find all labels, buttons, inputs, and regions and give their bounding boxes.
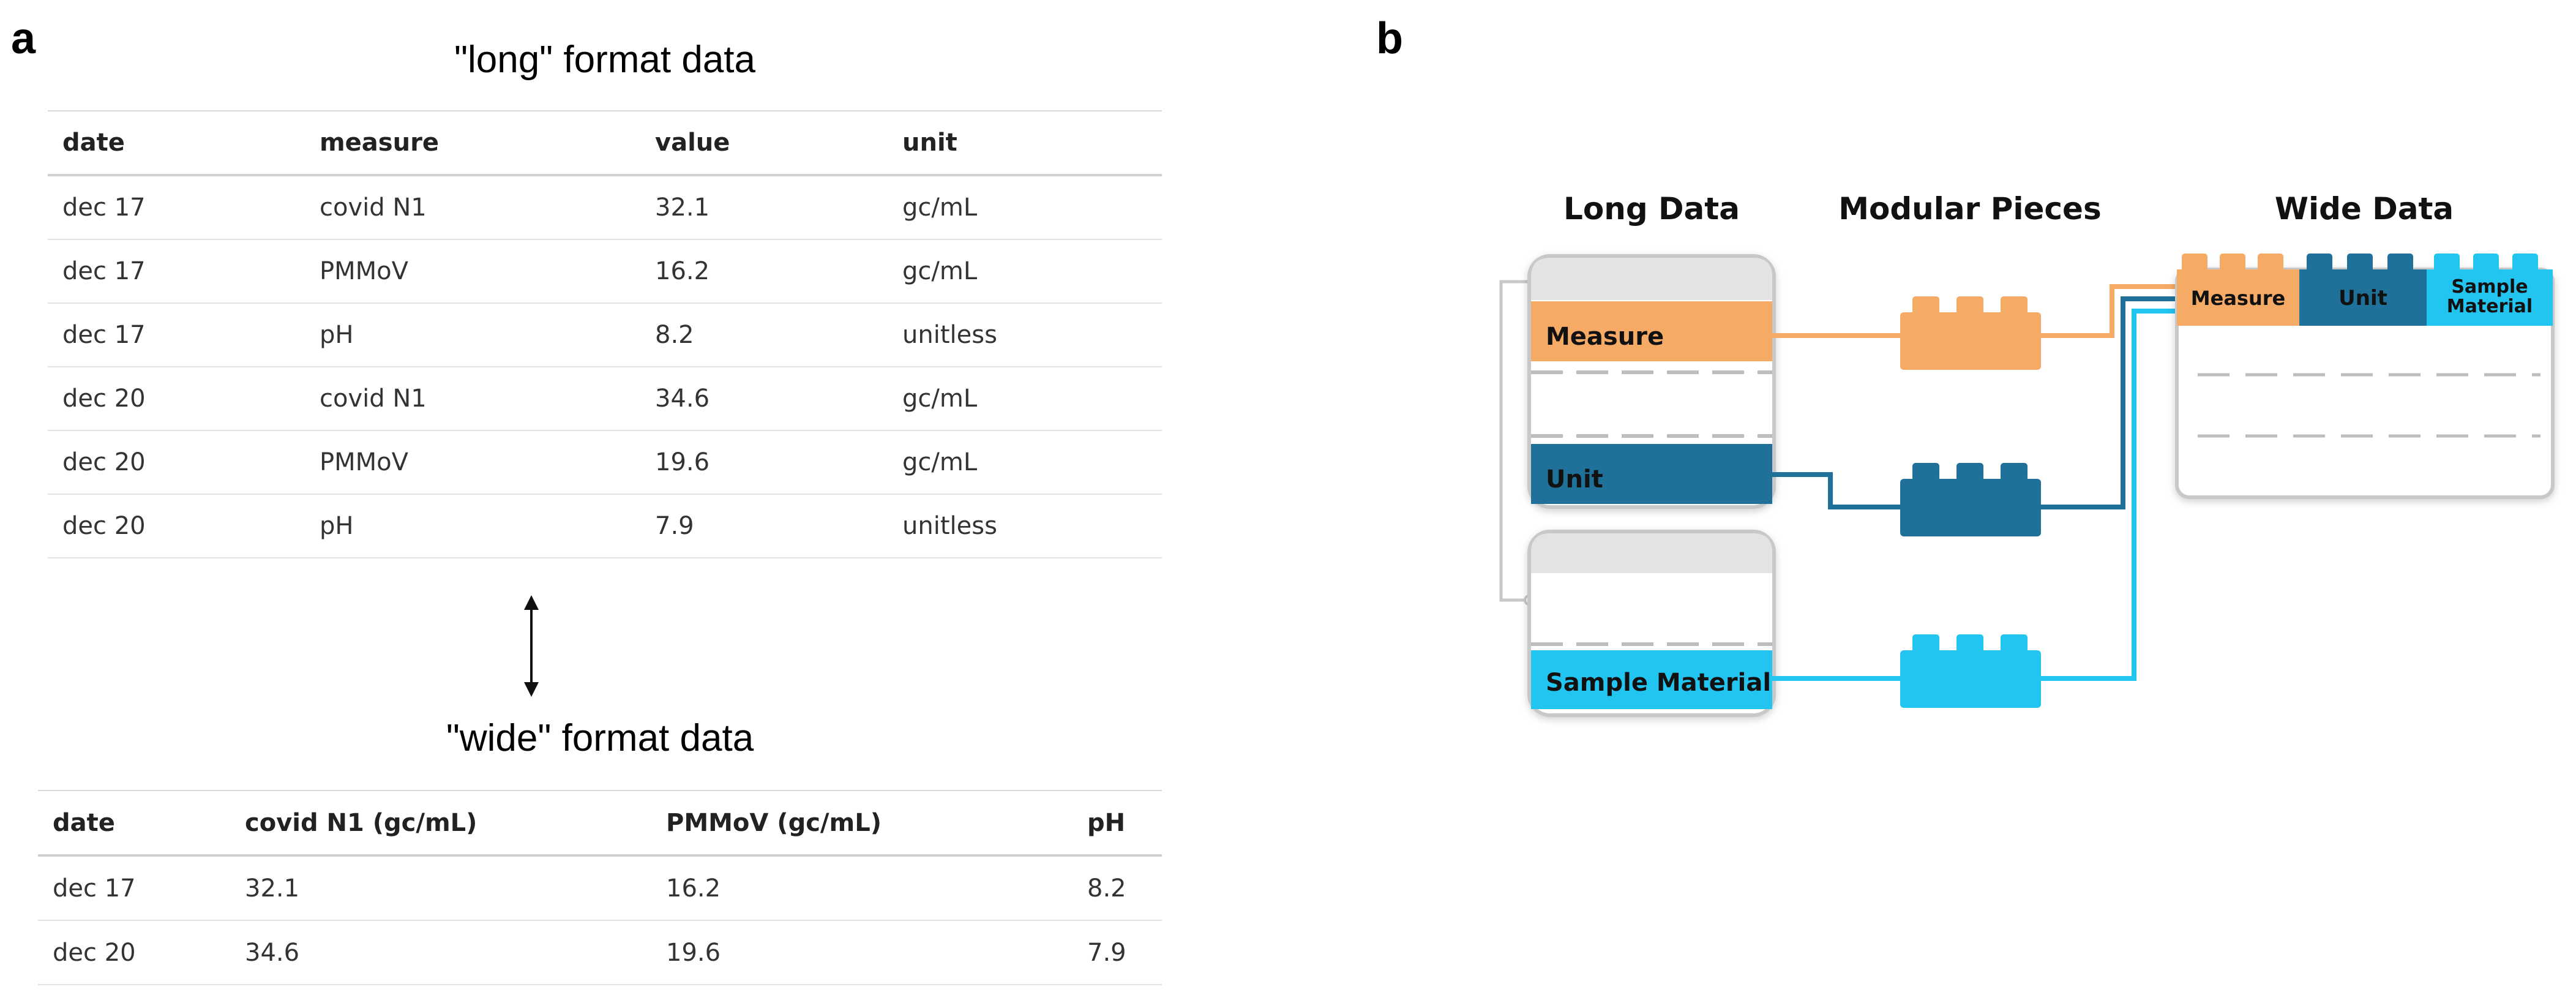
wide-table-header-row: date covid N1 (gc/mL) PMMoV (gc/mL) pH (38, 790, 1162, 857)
long-cell: gc/mL (888, 367, 1162, 431)
long-cell: covid N1 (305, 175, 640, 240)
wide-cell: dec 17 (38, 855, 230, 921)
measure-brick-icon (1900, 296, 2041, 370)
wide-format-table: date covid N1 (gc/mL) PMMoV (gc/mL) pH d… (38, 790, 1162, 985)
long-cell: 7.9 (640, 494, 888, 558)
long-header-unit: unit (888, 110, 1162, 176)
wide-cell: 16.2 (651, 855, 1073, 921)
sample-material-segment-label: Sample Material (1546, 669, 1771, 697)
long-cell: dec 20 (48, 494, 305, 558)
long-cell: PMMoV (305, 430, 640, 495)
long-cell: dec 17 (48, 239, 305, 304)
wide-unit-column (2299, 254, 2427, 326)
wide-cell: 8.2 (1073, 855, 1162, 921)
long-cell: gc/mL (888, 239, 1162, 304)
unit-connector-out (2041, 296, 2177, 509)
measure-segment-label: Measure (1546, 323, 1664, 351)
wide-header-date: date (38, 790, 230, 857)
wide-unit-label: Unit (2338, 286, 2387, 310)
long-header-date: date (48, 110, 305, 176)
table-row: dec 20 pH 7.9 unitless (48, 494, 1162, 558)
long-data-bracket (1499, 280, 1529, 602)
wide-cell: 7.9 (1073, 920, 1162, 985)
unit-connector (1772, 472, 1900, 509)
measure-segment (1531, 301, 1772, 361)
table-row: dec 17 pH 8.2 unitless (48, 303, 1162, 367)
long-container-1-header (1531, 258, 1772, 300)
long-cell: unitless (888, 494, 1162, 558)
table-row: dec 17 PMMoV 16.2 gc/mL (48, 239, 1162, 304)
table-row: dec 20 34.6 19.6 7.9 (38, 920, 1162, 985)
wide-cell: 19.6 (651, 920, 1073, 985)
sample-connector-out (2041, 309, 2177, 681)
long-cell: gc/mL (888, 175, 1162, 240)
long-cell: 16.2 (640, 239, 888, 304)
table-row: dec 20 covid N1 34.6 gc/mL (48, 367, 1162, 431)
long-cell: dec 20 (48, 367, 305, 431)
long-cell: unitless (888, 303, 1162, 367)
wide-sample-label-line1: Sample (2451, 276, 2528, 298)
long-table-title: "long" format data (454, 39, 756, 81)
long-table-header-row: date measure value unit (48, 110, 1162, 176)
long-container-2-header (1531, 533, 1772, 573)
wide-sample-material-column (2427, 254, 2553, 326)
wide-cell: 32.1 (230, 855, 651, 921)
wide-cell: 34.6 (230, 920, 651, 985)
sample-material-segment (1531, 650, 1772, 709)
long-cell: PMMoV (305, 239, 640, 304)
long-header-measure: measure (305, 110, 640, 176)
unit-brick-icon (1900, 463, 2041, 536)
wide-measure-label: Measure (2191, 287, 2285, 310)
long-format-table: date measure value unit dec 17 covid N1 … (48, 110, 1162, 558)
long-cell: pH (305, 303, 640, 367)
panel-b-label: b (1376, 14, 1403, 63)
table-row: dec 17 32.1 16.2 8.2 (38, 855, 1162, 921)
panel-a-label: a (11, 14, 36, 63)
measure-connector-out (2041, 284, 2177, 338)
wide-measure-column (2177, 254, 2299, 326)
table-row: dec 17 covid N1 32.1 gc/mL (48, 175, 1162, 240)
wide-table-title: "wide" format data (446, 717, 754, 759)
long-cell: pH (305, 494, 640, 558)
wide-header-pmmov: PMMoV (gc/mL) (651, 790, 1073, 857)
long-cell: 8.2 (640, 303, 888, 367)
long-data-heading: Long Data (1563, 191, 1740, 227)
wide-header-covid: covid N1 (gc/mL) (230, 790, 651, 857)
wide-cell: dec 20 (38, 920, 230, 985)
double-arrow-icon (524, 595, 539, 697)
long-cell: 34.6 (640, 367, 888, 431)
unit-segment (1531, 444, 1772, 504)
long-cell: 19.6 (640, 430, 888, 495)
wide-header-ph: pH (1073, 790, 1162, 857)
modular-pieces-heading: Modular Pieces (1838, 191, 2101, 227)
table-row: dec 20 PMMoV 19.6 gc/mL (48, 430, 1162, 495)
long-cell: dec 17 (48, 175, 305, 240)
long-header-value: value (640, 110, 888, 176)
wide-data-heading: Wide Data (2275, 191, 2454, 227)
sample-material-brick-icon (1900, 634, 2041, 708)
unit-segment-label: Unit (1546, 465, 1603, 494)
long-cell: 32.1 (640, 175, 888, 240)
long-cell: gc/mL (888, 430, 1162, 495)
long-cell: covid N1 (305, 367, 640, 431)
long-cell: dec 20 (48, 430, 305, 495)
long-cell: dec 17 (48, 303, 305, 367)
wide-sample-label-line2: Material (2447, 296, 2533, 317)
